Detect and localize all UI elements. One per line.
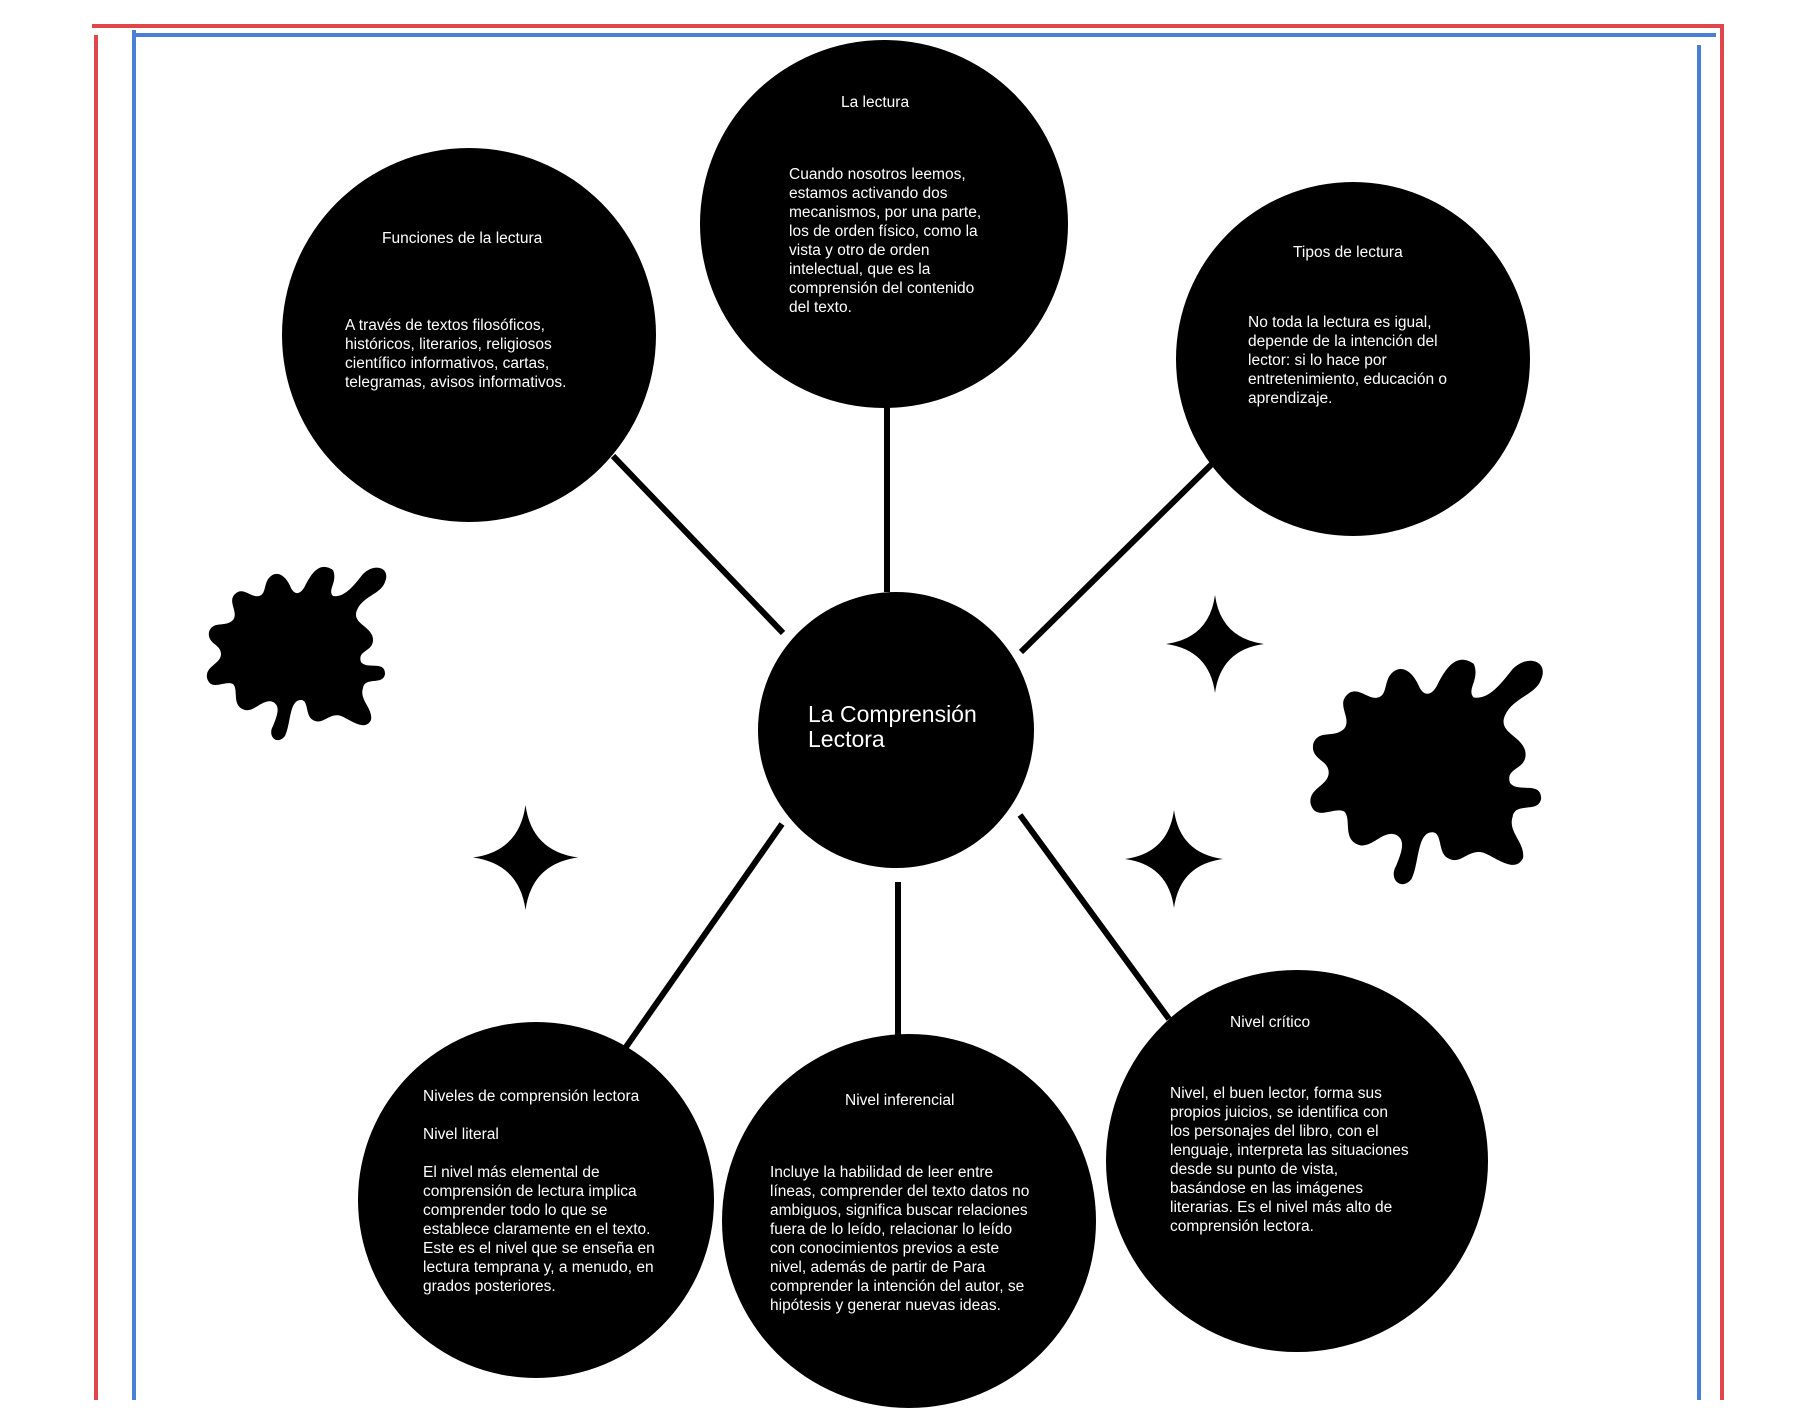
- center-node: La Comprensión Lectora: [758, 592, 1034, 868]
- node-subtitle: Nivel literal: [423, 1126, 499, 1143]
- frame-line-blue-right: [1697, 45, 1701, 1400]
- node-tipos: Tipos de lectura No toda la lectura es i…: [1176, 182, 1530, 536]
- node-body: Incluye la habilidad de leer entre línea…: [770, 1164, 1030, 1314]
- node-la-lectura: La lectura Cuando nosotros leemos, estam…: [700, 40, 1068, 408]
- node-title: Nivel crítico: [1230, 1014, 1311, 1031]
- frame-line-blue-top: [133, 33, 1716, 37]
- frame-line-blue-left: [132, 30, 136, 1400]
- node-niveles: Niveles de comprensión lectora Nivel lit…: [358, 1022, 714, 1378]
- frame-line-red-left: [94, 35, 98, 1400]
- node-inferencial: Nivel inferencial Incluye la habilidad d…: [722, 1034, 1096, 1408]
- node-funciones: Funciones de la lectura A través de text…: [282, 148, 656, 522]
- node-body: El nivel más elemental de comprensión de…: [423, 1164, 655, 1295]
- node-critico: Nivel crítico Nivel, el buen lector, for…: [1106, 970, 1488, 1352]
- splash-blob-icon: [1310, 659, 1543, 885]
- node-title: Funciones de la lectura: [382, 230, 543, 247]
- node-title: Nivel inferencial: [845, 1092, 955, 1109]
- four-point-star-icon: [1125, 810, 1223, 908]
- splash-blob-icon: [206, 566, 387, 741]
- center-title: La Comprensión Lectora: [808, 701, 977, 752]
- frame-line-red-top: [92, 24, 1724, 28]
- node-title: Niveles de comprensión lectora: [423, 1088, 640, 1105]
- four-point-star-icon: [1166, 595, 1264, 693]
- connector-tipos: [1018, 455, 1221, 655]
- node-title: Tipos de lectura: [1293, 244, 1403, 261]
- connector-critico: [1017, 813, 1172, 1021]
- connector-niveles: [623, 822, 785, 1049]
- node-body: A través de textos filosóficos, históric…: [345, 317, 567, 391]
- connector-funciones: [610, 453, 786, 636]
- node-title: La lectura: [841, 94, 910, 111]
- four-point-star-icon: [473, 805, 578, 910]
- node-body: No toda la lectura es igual, depende de …: [1248, 314, 1448, 407]
- node-body: Nivel, el buen lector, forma sus propios…: [1170, 1085, 1409, 1235]
- node-body: Cuando nosotros leemos, estamos activand…: [789, 166, 982, 316]
- frame-line-red-right: [1720, 26, 1724, 1400]
